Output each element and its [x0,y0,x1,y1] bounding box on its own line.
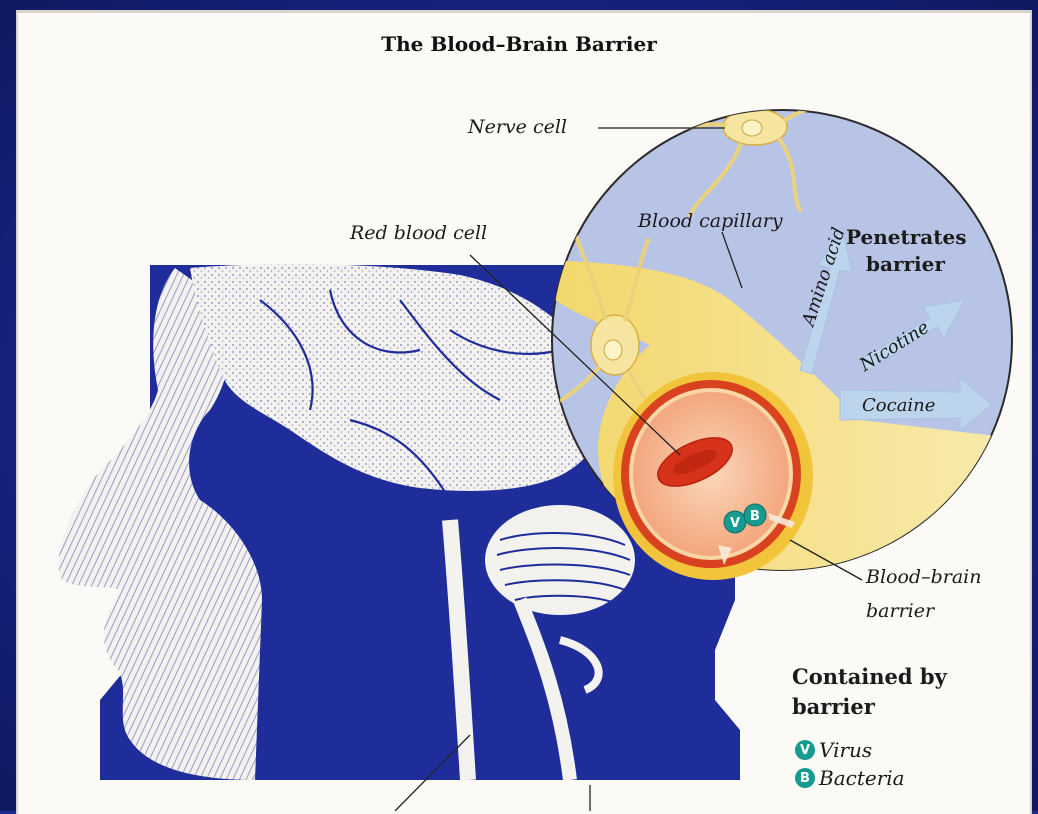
diagram-title: The Blood–Brain Barrier [0,32,1038,56]
svg-text:V: V [730,516,740,531]
legend-heading: Contained by [792,664,947,689]
label-blood-capillary: Blood capillary [638,210,783,232]
legend-item-bacteria: B Bacteria [795,766,905,790]
label-red-blood-cell: Red blood cell [350,222,487,244]
legend-item-virus: V Virus [795,738,872,762]
label-blood-brain-barrier: Blood–brain [866,566,981,588]
virus-badge-icon: V [795,740,815,760]
legend-heading-2: barrier [792,694,875,719]
legend-label-virus: Virus [819,738,872,762]
bacteria-badge-icon: B [795,768,815,788]
arrow-label-cocaine: Cocaine [862,395,935,416]
label-blood-brain-barrier-2: barrier [866,600,934,622]
svg-text:B: B [750,509,760,524]
label-penetrates-barrier: barrier [866,252,945,276]
legend-label-bacteria: Bacteria [819,766,905,790]
label-nerve-cell: Nerve cell [468,116,567,138]
label-penetrates: Penetrates [846,225,966,249]
